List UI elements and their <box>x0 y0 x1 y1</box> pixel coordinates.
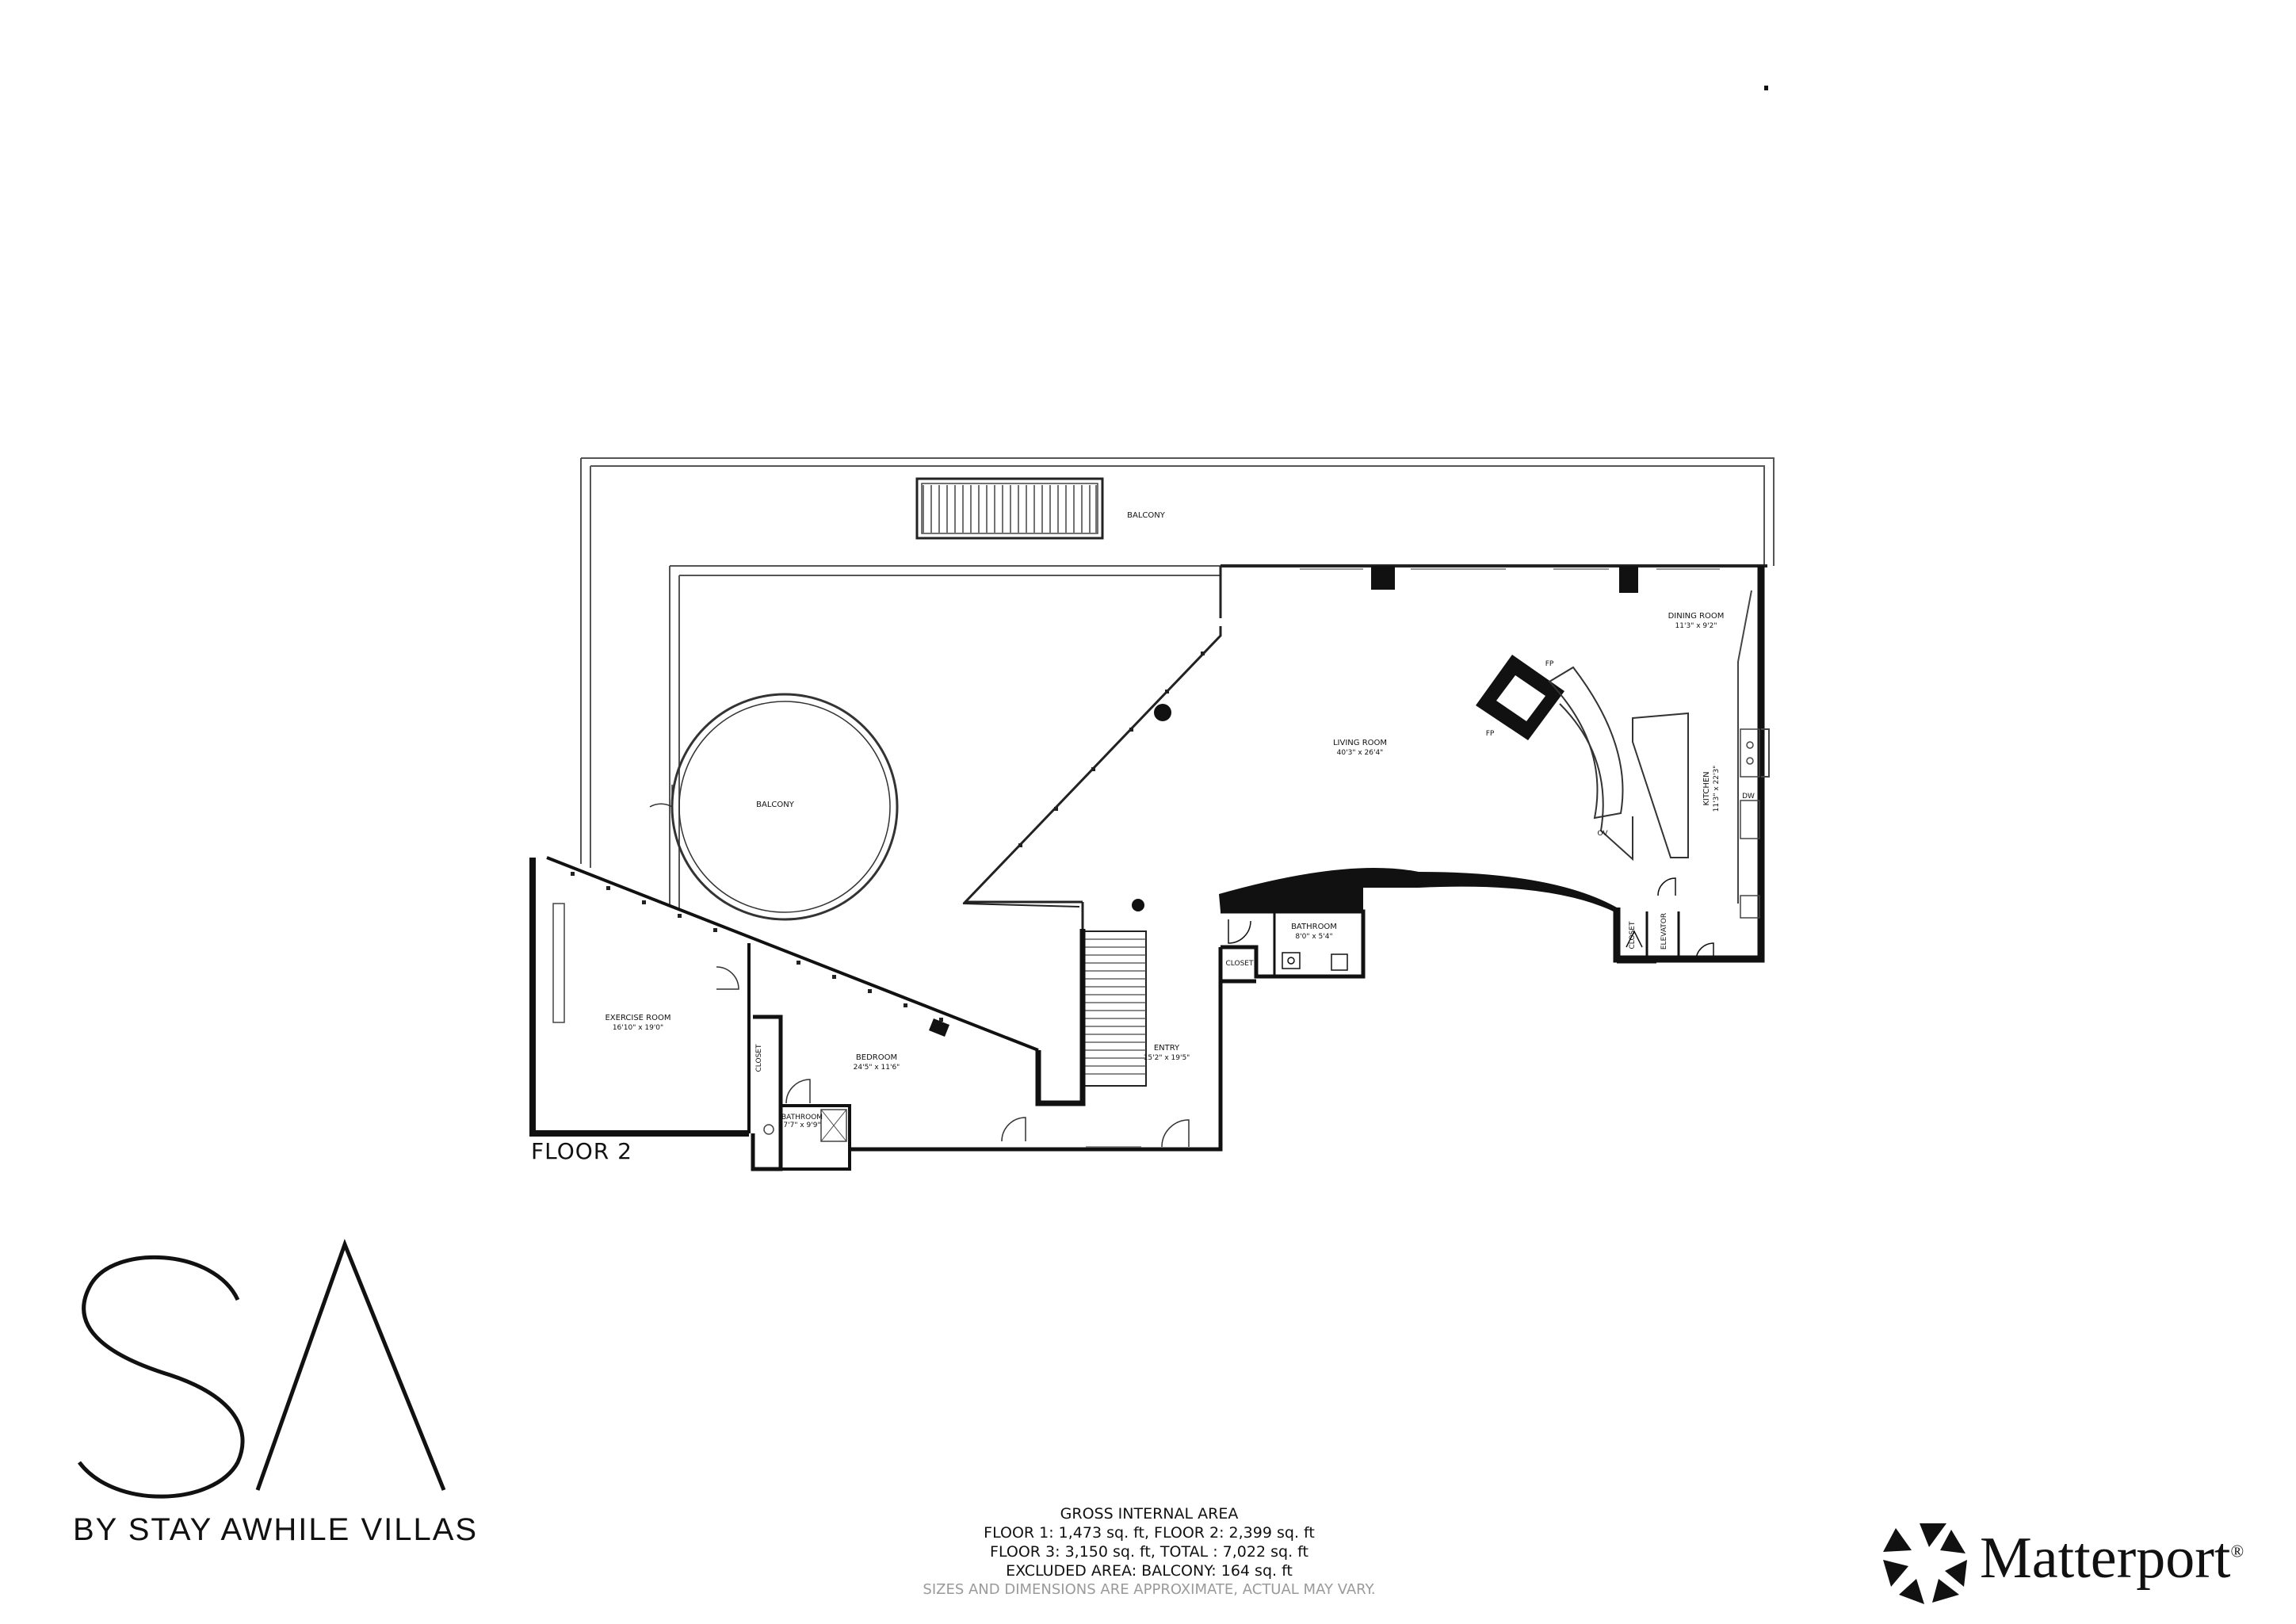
dim-bathroom-bed: 7'7" x 9'9" <box>783 1122 820 1129</box>
matterport-registered: ® <box>2230 1541 2244 1561</box>
west-wing-walls <box>529 856 1039 1171</box>
matterport-name: Matterport <box>1980 1526 2231 1591</box>
entry-walls <box>850 981 1223 1152</box>
curved-island <box>1548 666 1624 820</box>
diagonal-window-marks <box>1018 652 1205 847</box>
matterport-logo-icon <box>1883 1523 1967 1604</box>
sa-logo-icon <box>78 1238 446 1499</box>
area-line-2: FLOOR 3: 3,150 sq. ft, TOTAL : 7,022 sq.… <box>990 1543 1308 1561</box>
balcony-staircase <box>915 477 1104 540</box>
label-exercise-room: EXERCISE ROOM <box>605 1014 670 1022</box>
dim-dining-room: 11'3" x 9'2" <box>1675 622 1717 630</box>
label-entry: ENTRY <box>1154 1044 1180 1053</box>
label-balcony-top: BALCONY <box>1127 511 1166 520</box>
label-dining-room: DINING ROOM <box>1668 612 1725 621</box>
brand-tagline: BY STAY AWHILE VILLAS <box>73 1512 479 1547</box>
area-disclaimer: SIZES AND DIMENSIONS ARE APPROXIMATE, AC… <box>923 1581 1376 1598</box>
label-kitchen: KITCHEN <box>1702 771 1711 805</box>
label-closet-main: CLOSET <box>1226 960 1254 968</box>
scale-marker <box>1764 86 1768 90</box>
entry-door <box>1161 1119 1190 1148</box>
kitchen-counter-edge <box>1737 590 1752 904</box>
kitchen-fixtures <box>1740 728 1760 919</box>
label-bathroom-main: BATHROOM <box>1291 923 1337 931</box>
area-heading: GROSS INTERNAL AREA <box>1060 1505 1239 1523</box>
floor-label: FLOOR 2 <box>531 1138 632 1164</box>
fireplace <box>1476 655 1564 740</box>
dim-exercise-room: 16'10" x 19'0" <box>613 1024 663 1032</box>
label-living-room: LIVING ROOM <box>1333 739 1387 747</box>
round-balcony <box>649 693 899 921</box>
label-bedroom: BEDROOM <box>856 1053 897 1062</box>
label-fp-2: FP <box>1486 730 1495 738</box>
balcony-railing <box>580 457 1775 910</box>
label-elevator: ELEVATOR <box>1660 913 1668 950</box>
exercise-mirror <box>552 903 565 1023</box>
entry-stairs <box>1082 930 1147 1087</box>
label-fp-1: FP <box>1545 660 1554 668</box>
area-line-3: EXCLUDED AREA: BALCONY: 164 sq. ft <box>1006 1562 1293 1580</box>
area-summary: GROSS INTERNAL AREA FLOOR 1: 1,473 sq. f… <box>856 1504 1442 1599</box>
dim-living-room: 40'3" x 26'4" <box>1337 749 1384 757</box>
label-closet-bed: CLOSET <box>755 1044 763 1072</box>
column-round <box>1154 704 1171 721</box>
curved-wall <box>1219 867 1617 913</box>
label-dw: DW <box>1742 793 1755 801</box>
dim-bedroom: 24'5" x 11'6" <box>854 1064 900 1072</box>
dim-bathroom-main: 8'0" x 5'4" <box>1295 933 1332 941</box>
dim-entry: 15'2" x 19'5" <box>1144 1054 1190 1062</box>
kitchen-island <box>1632 712 1689 858</box>
shower <box>820 1109 847 1142</box>
west-window-marks <box>571 872 943 1022</box>
label-bathroom-bed: BATHROOM <box>781 1114 823 1122</box>
label-closet-kitchen: CLOSET <box>1629 921 1637 949</box>
label-ov: OV <box>1597 830 1608 838</box>
matterport-wordmark: Matterport® <box>1980 1525 2244 1592</box>
column-round-small <box>1132 899 1144 911</box>
label-balcony-round: BALCONY <box>756 801 795 809</box>
top-wall-pillars <box>1371 566 1638 593</box>
closet-elevator-block <box>1614 877 1714 964</box>
area-line-1: FLOOR 1: 1,473 sq. ft, FLOOR 2: 2,399 sq… <box>984 1524 1315 1542</box>
dim-kitchen: 11'3" x 22'3" <box>1713 766 1721 812</box>
